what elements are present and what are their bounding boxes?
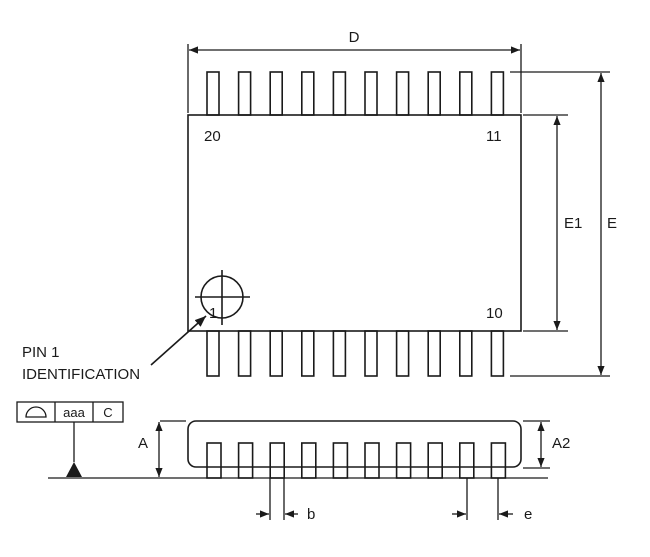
pin1-marker-icon (195, 270, 250, 325)
top-lead (332, 71, 347, 116)
bottom-lead (395, 330, 410, 377)
top-lead (395, 71, 410, 116)
fcf-datum: C (103, 405, 112, 420)
label-e-pitch: e (524, 506, 532, 523)
side-lead (206, 442, 222, 479)
package-body-side-view (187, 420, 522, 468)
dimension-e1 (523, 114, 568, 332)
side-lead-row (206, 442, 507, 479)
dimension-e-pitch (452, 478, 513, 520)
top-lead (206, 71, 220, 116)
side-lead (458, 442, 475, 479)
bottom-lead (269, 330, 284, 377)
side-lead (300, 442, 317, 479)
label-a: A (138, 435, 148, 452)
side-lead (237, 442, 254, 479)
dimension-a2 (523, 420, 550, 469)
dimension-b (256, 478, 298, 520)
bottom-lead (490, 330, 505, 377)
profile-of-surface-icon (25, 406, 47, 418)
bottom-lead-row (206, 330, 505, 377)
side-lead (490, 442, 507, 479)
dimension-a (155, 420, 186, 477)
pin-label-1: 1 (209, 305, 217, 322)
bottom-lead (206, 330, 220, 377)
bottom-lead (300, 330, 315, 377)
pin1-leader-arrow (150, 315, 207, 366)
label-e1: E1 (564, 215, 582, 232)
datum-triangle-icon (66, 462, 82, 477)
bottom-lead (237, 330, 252, 377)
fcf-value: aaa (63, 405, 85, 420)
bottom-lead (332, 330, 347, 377)
label-a2: A2 (552, 435, 570, 452)
bottom-lead (427, 330, 442, 377)
top-lead (458, 71, 473, 116)
coplanarity-frame (16, 401, 124, 462)
pin1-label-line1: PIN 1 (22, 344, 60, 361)
pin1-label-line2: IDENTIFICATION (22, 366, 140, 383)
label-d: D (349, 29, 360, 46)
label-e: E (607, 215, 617, 232)
top-lead (237, 71, 252, 116)
side-lead (332, 442, 349, 479)
dimension-e (510, 71, 610, 377)
pin-label-20: 20 (204, 128, 221, 145)
top-lead (490, 71, 505, 116)
bottom-lead (364, 330, 378, 377)
side-lead (427, 442, 444, 479)
dimension-d (187, 44, 522, 113)
pin-label-10: 10 (486, 305, 503, 322)
top-lead (427, 71, 442, 116)
side-lead (395, 442, 412, 479)
top-lead (300, 71, 315, 116)
package-body-top-view (187, 114, 522, 332)
top-lead-row (206, 71, 505, 116)
label-b: b (307, 506, 315, 523)
bottom-lead (458, 330, 473, 377)
pin-label-11: 11 (486, 128, 502, 145)
side-lead (364, 442, 380, 479)
top-lead (269, 71, 284, 116)
side-lead (269, 442, 286, 479)
top-lead (364, 71, 378, 116)
